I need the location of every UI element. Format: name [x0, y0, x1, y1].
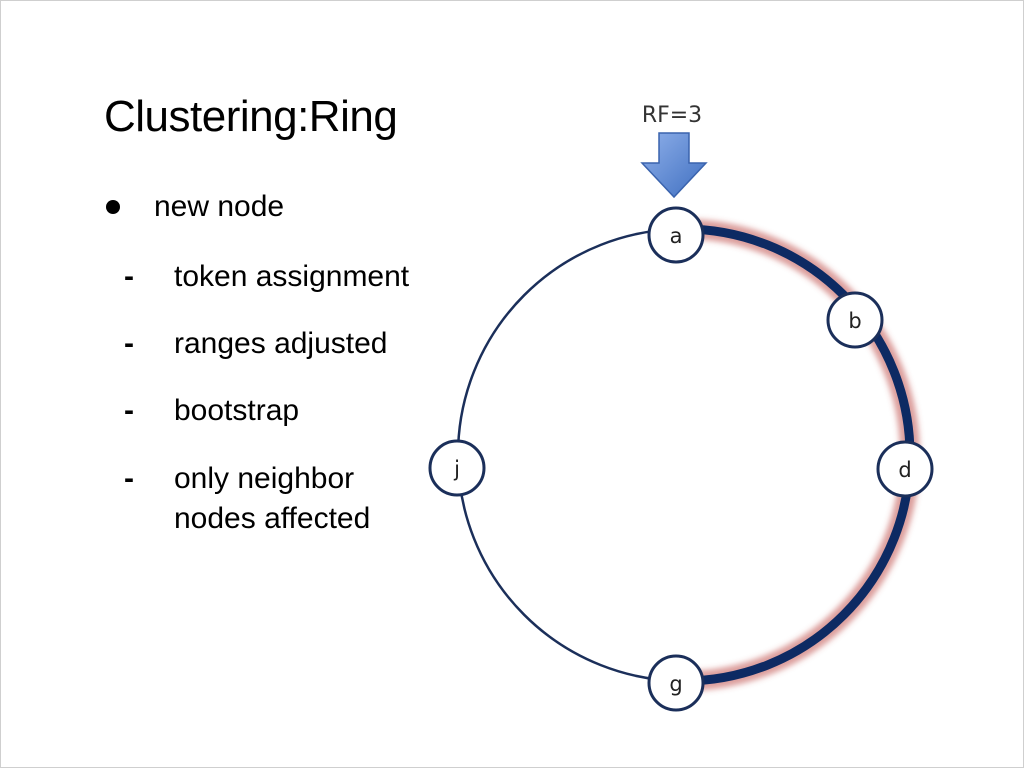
subitem-ranges-adjusted: - ranges adjusted	[124, 324, 388, 364]
node-b: b	[826, 291, 884, 349]
subitem-text: bootstrap	[174, 394, 300, 427]
node-b-label: b	[848, 309, 861, 333]
node-d: d	[876, 440, 934, 498]
rf-label: RF=3	[642, 103, 702, 128]
dash-icon: -	[124, 327, 134, 360]
dash-icon: -	[124, 260, 134, 293]
replica-range-arc	[683, 224, 915, 686]
bullet-dot-icon	[106, 200, 120, 214]
subitem-bootstrap: - bootstrap	[124, 391, 299, 431]
subitem-text: only neighbor nodes affected	[174, 462, 371, 535]
subitem-only-neighbor: - only neighbor nodes affected	[124, 459, 370, 539]
node-j-label: j	[453, 457, 460, 481]
bullet-text: new node	[154, 190, 285, 223]
down-arrow-icon	[640, 132, 708, 199]
replica-range-glow	[683, 219, 920, 691]
node-j: j	[428, 439, 486, 497]
bullet-new-node: new node	[100, 190, 284, 224]
node-a-label: a	[670, 224, 683, 248]
subitem-token-assignment: - token assignment	[124, 257, 409, 297]
dash-icon: -	[124, 462, 134, 495]
node-d-label: d	[898, 458, 911, 482]
slide-title: Clustering:Ring	[104, 92, 398, 141]
node-g: g	[647, 654, 705, 712]
subitem-text: ranges adjusted	[174, 327, 388, 360]
dash-icon: -	[124, 394, 134, 427]
node-g-label: g	[669, 672, 682, 696]
node-a: a	[647, 206, 705, 264]
subitem-text: token assignment	[174, 260, 410, 293]
